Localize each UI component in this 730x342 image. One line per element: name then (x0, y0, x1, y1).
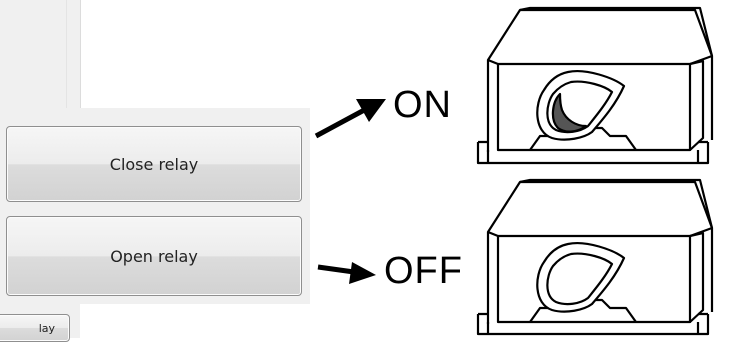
open-relay-button[interactable]: Open relay (6, 216, 302, 296)
on-state-label: ON (393, 84, 452, 126)
off-state-label: OFF (384, 250, 463, 292)
relay-off-icon (476, 178, 714, 336)
close-relay-button[interactable]: Close relay (6, 126, 302, 202)
partial-button[interactable]: lay (0, 314, 70, 342)
on-arrow-icon (314, 99, 386, 139)
off-arrow-icon (317, 262, 376, 284)
window-panel-top (0, 0, 81, 108)
relay-on-icon (476, 6, 714, 165)
